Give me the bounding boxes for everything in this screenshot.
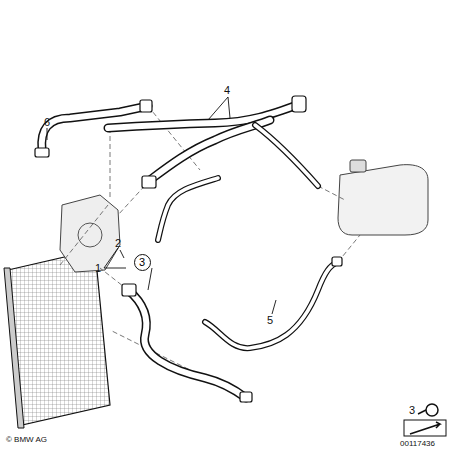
callout-number: 6 xyxy=(44,117,50,128)
radiator-tank xyxy=(4,268,24,428)
coolant-hoses xyxy=(42,104,338,398)
callout-number: 2 xyxy=(115,238,121,249)
radiator xyxy=(8,250,110,425)
copyright-note: © BMW AG xyxy=(6,436,47,444)
callout-number: 3 xyxy=(409,405,415,416)
clamp-icon xyxy=(404,404,446,436)
expansion-tank xyxy=(338,165,428,235)
callout-number: 1 xyxy=(95,263,101,274)
pump-housing xyxy=(60,195,120,272)
hose-clamps xyxy=(35,96,342,402)
callout-number: 4 xyxy=(224,85,230,96)
callout-circle: 3 xyxy=(134,254,151,271)
tank-cap xyxy=(350,160,366,172)
callout-number: 5 xyxy=(267,315,273,326)
drawing-number: 00117436 xyxy=(400,440,435,448)
callout-number: 3 xyxy=(139,257,145,268)
pump-detail xyxy=(78,223,102,247)
